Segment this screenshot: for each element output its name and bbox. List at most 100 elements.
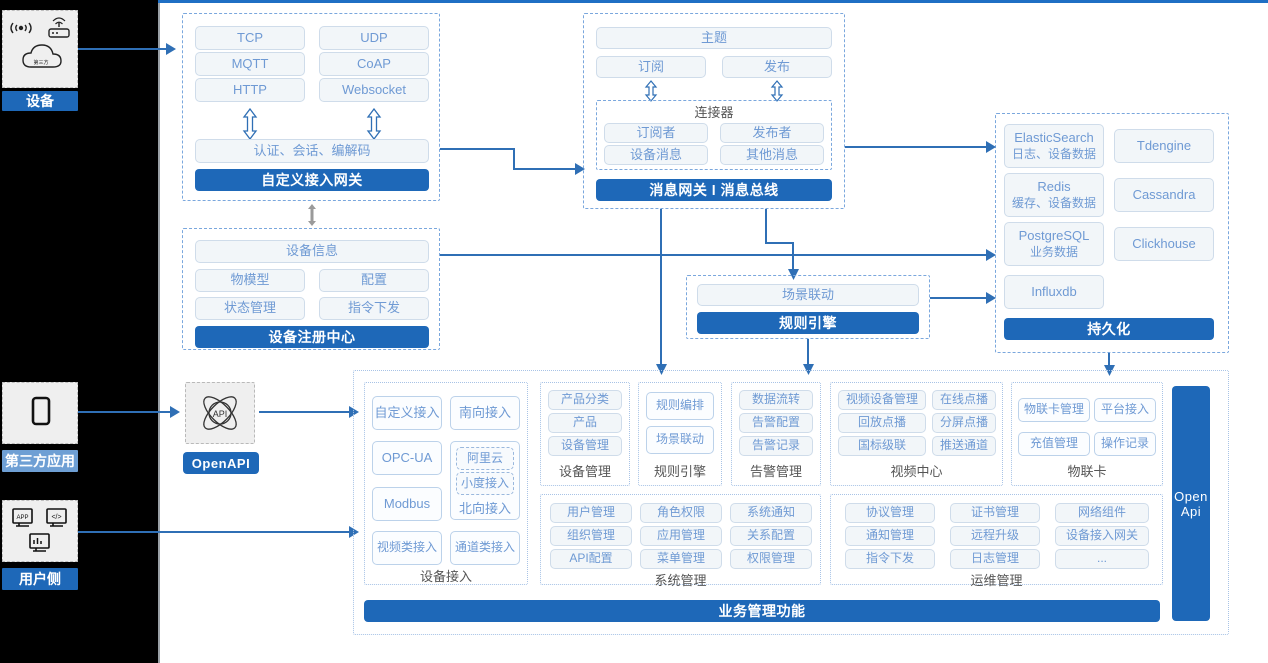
group-label-rule-engine: 规则引擎: [653, 463, 706, 479]
video-push-channel[interactable]: 推送通道: [932, 436, 996, 456]
store-tdengine[interactable]: Tdengine: [1114, 129, 1214, 163]
protocol-coap[interactable]: CoAP: [319, 52, 429, 76]
arrowhead-openapi-to-business: [349, 406, 359, 418]
registry-thing-model[interactable]: 物模型: [195, 269, 305, 292]
store-cassandra[interactable]: Cassandra: [1114, 178, 1214, 212]
ops-notify-mgmt[interactable]: 通知管理: [845, 526, 935, 546]
sys-notification[interactable]: 系统通知: [730, 503, 812, 523]
protocol-http[interactable]: HTTP: [195, 78, 305, 102]
iot-recharge-mgmt[interactable]: 充值管理: [1018, 432, 1090, 456]
open-api-side-bar[interactable]: Open Api: [1172, 386, 1210, 621]
double-arrow-pub-icon: [770, 80, 784, 102]
registry-bar[interactable]: 设备注册中心: [195, 326, 429, 348]
gateway-middle-layer[interactable]: 认证、会话、编解码: [195, 139, 429, 163]
store-elasticsearch-desc: 日志、设备数据: [1011, 146, 1096, 161]
ops-log-mgmt[interactable]: 日志管理: [950, 549, 1040, 569]
store-elasticsearch-name: ElasticSearch: [1014, 130, 1094, 146]
protocol-tcp[interactable]: TCP: [195, 26, 305, 50]
persistence-bar[interactable]: 持久化: [1004, 318, 1214, 340]
arrow-device-to-gateway: [78, 48, 170, 50]
rule-scene-linkage[interactable]: 场景联动: [697, 284, 919, 306]
device-icon-tile: 第三方: [2, 10, 78, 88]
registry-status-mgmt[interactable]: 状态管理: [195, 297, 305, 320]
connector-subscriber[interactable]: 订阅者: [604, 123, 708, 143]
device-access-southbound[interactable]: 南向接入: [450, 396, 520, 430]
device-access-modbus[interactable]: Modbus: [372, 487, 442, 521]
protocol-udp[interactable]: UDP: [319, 26, 429, 50]
registry-device-info[interactable]: 设备信息: [195, 240, 429, 263]
sys-menu-mgmt[interactable]: 菜单管理: [640, 549, 722, 569]
sys-app-mgmt[interactable]: 应用管理: [640, 526, 722, 546]
sys-role-permission[interactable]: 角色权限: [640, 503, 722, 523]
connector-other-msg[interactable]: 其他消息: [720, 145, 824, 165]
device-mgmt-product-category[interactable]: 产品分类: [548, 390, 622, 410]
rule-scene-linkage-item[interactable]: 场景联动: [646, 426, 714, 454]
device-access-video[interactable]: 视频类接入: [372, 531, 442, 565]
sys-user-mgmt[interactable]: 用户管理: [550, 503, 632, 523]
connector-publisher[interactable]: 发布者: [720, 123, 824, 143]
gateway-bar[interactable]: 自定义接入网关: [195, 169, 429, 191]
gateway-panel: [182, 13, 440, 201]
openapi-icon-tile: API: [185, 382, 255, 444]
openapi-label-bar[interactable]: OpenAPI: [183, 452, 259, 474]
arrowhead-conn-to-persistence: [986, 141, 996, 153]
mobile-phone-icon: [31, 396, 51, 426]
iot-platform-access[interactable]: 平台接入: [1094, 398, 1156, 422]
ops-device-gateway[interactable]: 设备接入网关: [1055, 526, 1149, 546]
message-bus-bar[interactable]: 消息网关 l 消息总线: [596, 179, 832, 201]
video-split-screen[interactable]: 分屏点播: [932, 413, 996, 433]
ops-network-component[interactable]: 网络组件: [1055, 503, 1149, 523]
bus-topic[interactable]: 主题: [596, 27, 832, 49]
registry-command-issue[interactable]: 指令下发: [319, 297, 429, 320]
device-mgmt-product[interactable]: 产品: [548, 413, 622, 433]
device-icons-group: 第三方: [10, 17, 70, 68]
iot-card-mgmt[interactable]: 物联卡管理: [1018, 398, 1090, 422]
sys-api-config[interactable]: API配置: [550, 549, 632, 569]
protocol-websocket[interactable]: Websocket: [319, 78, 429, 102]
video-device-mgmt[interactable]: 视频设备管理: [838, 390, 926, 410]
alarm-data-flow[interactable]: 数据流转: [739, 390, 813, 410]
ops-more[interactable]: ...: [1055, 549, 1149, 569]
rule-engine-bar[interactable]: 规则引擎: [697, 312, 919, 334]
svg-text:APP: APP: [16, 515, 28, 521]
rule-orchestration[interactable]: 规则编排: [646, 392, 714, 420]
device-access-opcua[interactable]: OPC-UA: [372, 441, 442, 475]
link-rule-to-business-v: [807, 339, 809, 370]
device-access-channel[interactable]: 通道类接入: [450, 531, 520, 565]
store-influxdb[interactable]: Influxdb: [1004, 275, 1104, 309]
iot-operation-log[interactable]: 操作记录: [1094, 432, 1156, 456]
device-access-custom[interactable]: 自定义接入: [372, 396, 442, 430]
sys-org-mgmt[interactable]: 组织管理: [550, 526, 632, 546]
registry-config[interactable]: 配置: [319, 269, 429, 292]
persistence-panel: [995, 113, 1229, 353]
arrow-thirdparty-to-openapi: [78, 411, 174, 413]
video-playback[interactable]: 回放点播: [838, 413, 926, 433]
svg-text:</>: </>: [51, 514, 61, 521]
alarm-records[interactable]: 告警记录: [739, 436, 813, 456]
device-access-aliyun[interactable]: 阿里云: [456, 447, 514, 470]
bus-subscribe[interactable]: 订阅: [596, 56, 706, 78]
bus-publish[interactable]: 发布: [722, 56, 832, 78]
group-rule-engine: [638, 382, 722, 486]
sys-relation-config[interactable]: 关系配置: [730, 526, 812, 546]
ops-cert-mgmt[interactable]: 证书管理: [950, 503, 1040, 523]
business-bottom-bar[interactable]: 业务管理功能: [364, 600, 1160, 622]
device-mgmt-device[interactable]: 设备管理: [548, 436, 622, 456]
alarm-config[interactable]: 告警配置: [739, 413, 813, 433]
double-arrow-right-icon: [366, 108, 382, 140]
group-label-alarm-management: 告警管理: [749, 463, 802, 479]
ops-protocol-mgmt[interactable]: 协议管理: [845, 503, 935, 523]
video-gb-cascade[interactable]: 国标级联: [838, 436, 926, 456]
protocol-mqtt[interactable]: MQTT: [195, 52, 305, 76]
group-label-system-management: 系统管理: [654, 572, 707, 588]
store-clickhouse[interactable]: Clickhouse: [1114, 227, 1214, 261]
ops-remote-upgrade[interactable]: 远程升级: [950, 526, 1040, 546]
ops-command-issue[interactable]: 指令下发: [845, 549, 935, 569]
device-access-xiaodu[interactable]: 小度接入: [456, 472, 514, 495]
video-online-play[interactable]: 在线点播: [932, 390, 996, 410]
connector-device-msg[interactable]: 设备消息: [604, 145, 708, 165]
sys-permission-mgmt[interactable]: 权限管理: [730, 549, 812, 569]
